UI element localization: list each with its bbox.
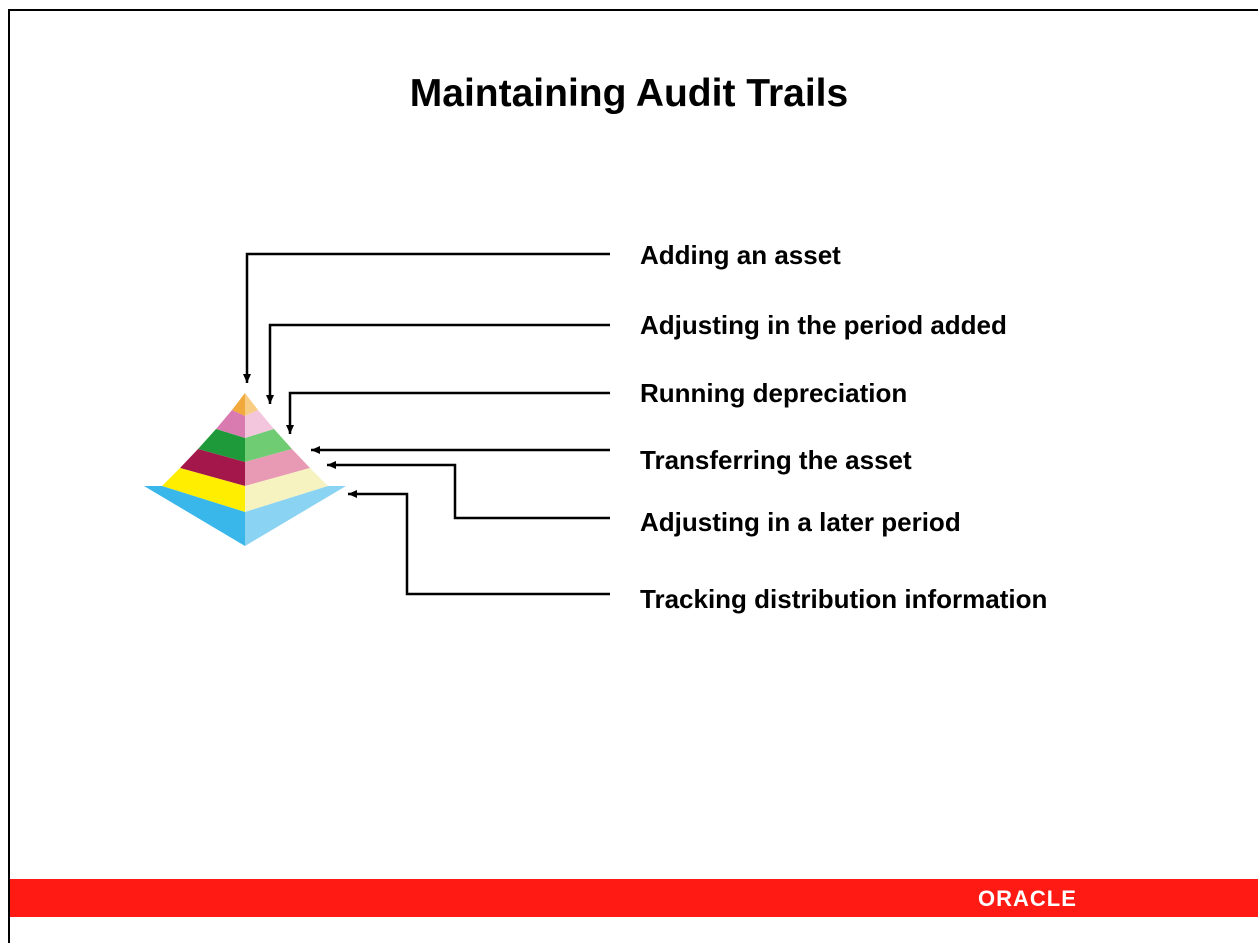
pyramid-tier-4-right	[245, 449, 310, 486]
connector-adding-asset	[243, 252, 610, 383]
slide-title: Maintaining Audit Trails	[409, 72, 849, 115]
connector-adjusting-period-added	[266, 323, 610, 404]
connector-tracking-distribution	[348, 490, 610, 596]
pyramid-tier-3-right	[245, 429, 292, 462]
footer-red-bar	[10, 879, 1258, 917]
pyramid-tier-1-right	[245, 393, 258, 416]
pyramid-tier-3-left	[198, 429, 245, 462]
pyramid-tier-2-left	[216, 410, 245, 438]
pyramid-tier-2-right	[245, 410, 274, 438]
oracle-logo: ORACLE	[978, 886, 1077, 911]
pyramid-tier-5-left	[162, 468, 245, 512]
pyramid-tier-1-left	[232, 393, 245, 416]
label-adjusting-later-period: Adjusting in a later period	[640, 507, 961, 537]
connector-adjusting-later-period	[327, 461, 610, 520]
pyramid-tier-6-right	[245, 486, 346, 546]
label-adding-asset: Adding an asset	[640, 240, 841, 270]
label-transferring-asset: Transferring the asset	[640, 445, 912, 475]
label-running-depreciation: Running depreciation	[640, 378, 908, 408]
pyramid-tier-5-right	[245, 468, 328, 512]
label-adjusting-period-added: Adjusting in the period added	[640, 310, 1007, 340]
callout-connectors	[243, 252, 610, 596]
label-tracking-distribution: Tracking distribution information	[640, 584, 1048, 614]
connector-running-depreciation	[286, 391, 610, 434]
pyramid-tier-6-left	[144, 486, 245, 546]
pyramid-tier-4-left	[180, 449, 245, 486]
pyramid	[144, 393, 346, 546]
